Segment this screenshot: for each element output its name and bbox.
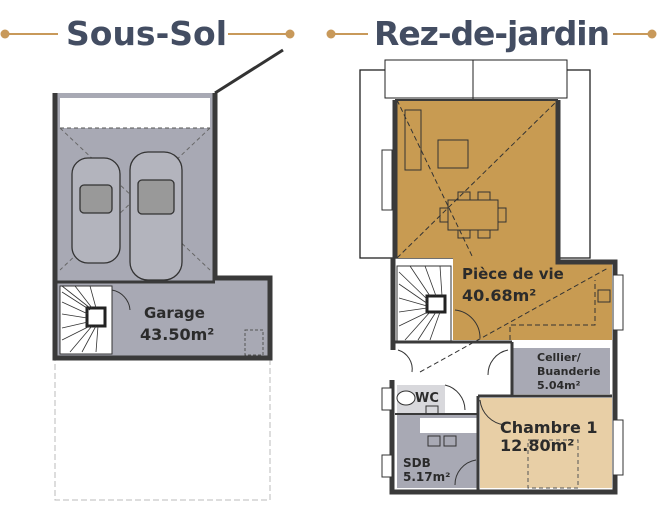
staircase	[396, 265, 452, 343]
room-name-cellier-2: Buanderie	[537, 365, 600, 378]
garden-area	[54, 357, 271, 501]
room-name-chambre: Chambre 1	[500, 418, 598, 437]
ornament-dot	[285, 29, 295, 39]
car-icon	[71, 157, 121, 264]
living-floor	[397, 100, 612, 340]
section-title-ground: Rez-de-jardin	[374, 14, 610, 53]
ground-plan: Pièce de vie 40.68m² Cellier/ Buanderie …	[359, 59, 624, 495]
room-name-living: Pièce de vie	[462, 265, 564, 283]
basement-plan: Garage 43.50m²	[52, 48, 284, 501]
bedroom-floor	[480, 398, 612, 488]
bed	[527, 439, 579, 489]
header-basement: Sous-Sol	[0, 14, 295, 53]
toilet-icon	[396, 390, 416, 406]
section-title-basement: Sous-Sol	[66, 14, 227, 53]
garage-door-open	[214, 48, 284, 95]
ornament-dot	[647, 29, 657, 39]
car-icon	[129, 151, 183, 281]
cellier-floor	[512, 348, 610, 394]
wall	[52, 93, 273, 361]
pergola	[384, 59, 568, 99]
door-swing	[111, 289, 131, 311]
room-name-sdb: SDB	[403, 456, 431, 470]
room-name-cellier: Cellier/	[537, 351, 582, 364]
door-swing	[397, 309, 509, 486]
header-ground: Rez-de-jardin	[326, 14, 657, 53]
room-area-living: 40.68m²	[462, 286, 536, 305]
window	[381, 149, 624, 478]
room-name-garage: Garage	[144, 304, 205, 322]
sink-icon	[425, 289, 611, 447]
room-area-chambre: 12.80m²	[500, 436, 574, 455]
room-name-wc: WC	[415, 391, 439, 406]
garage-door-bay	[60, 98, 210, 128]
room-area-cellier: 5.04m²	[537, 379, 581, 392]
room-area-garage: 43.50m²	[140, 325, 214, 344]
room-area-sdb: 5.17m²	[403, 470, 450, 484]
staircase	[59, 285, 113, 355]
